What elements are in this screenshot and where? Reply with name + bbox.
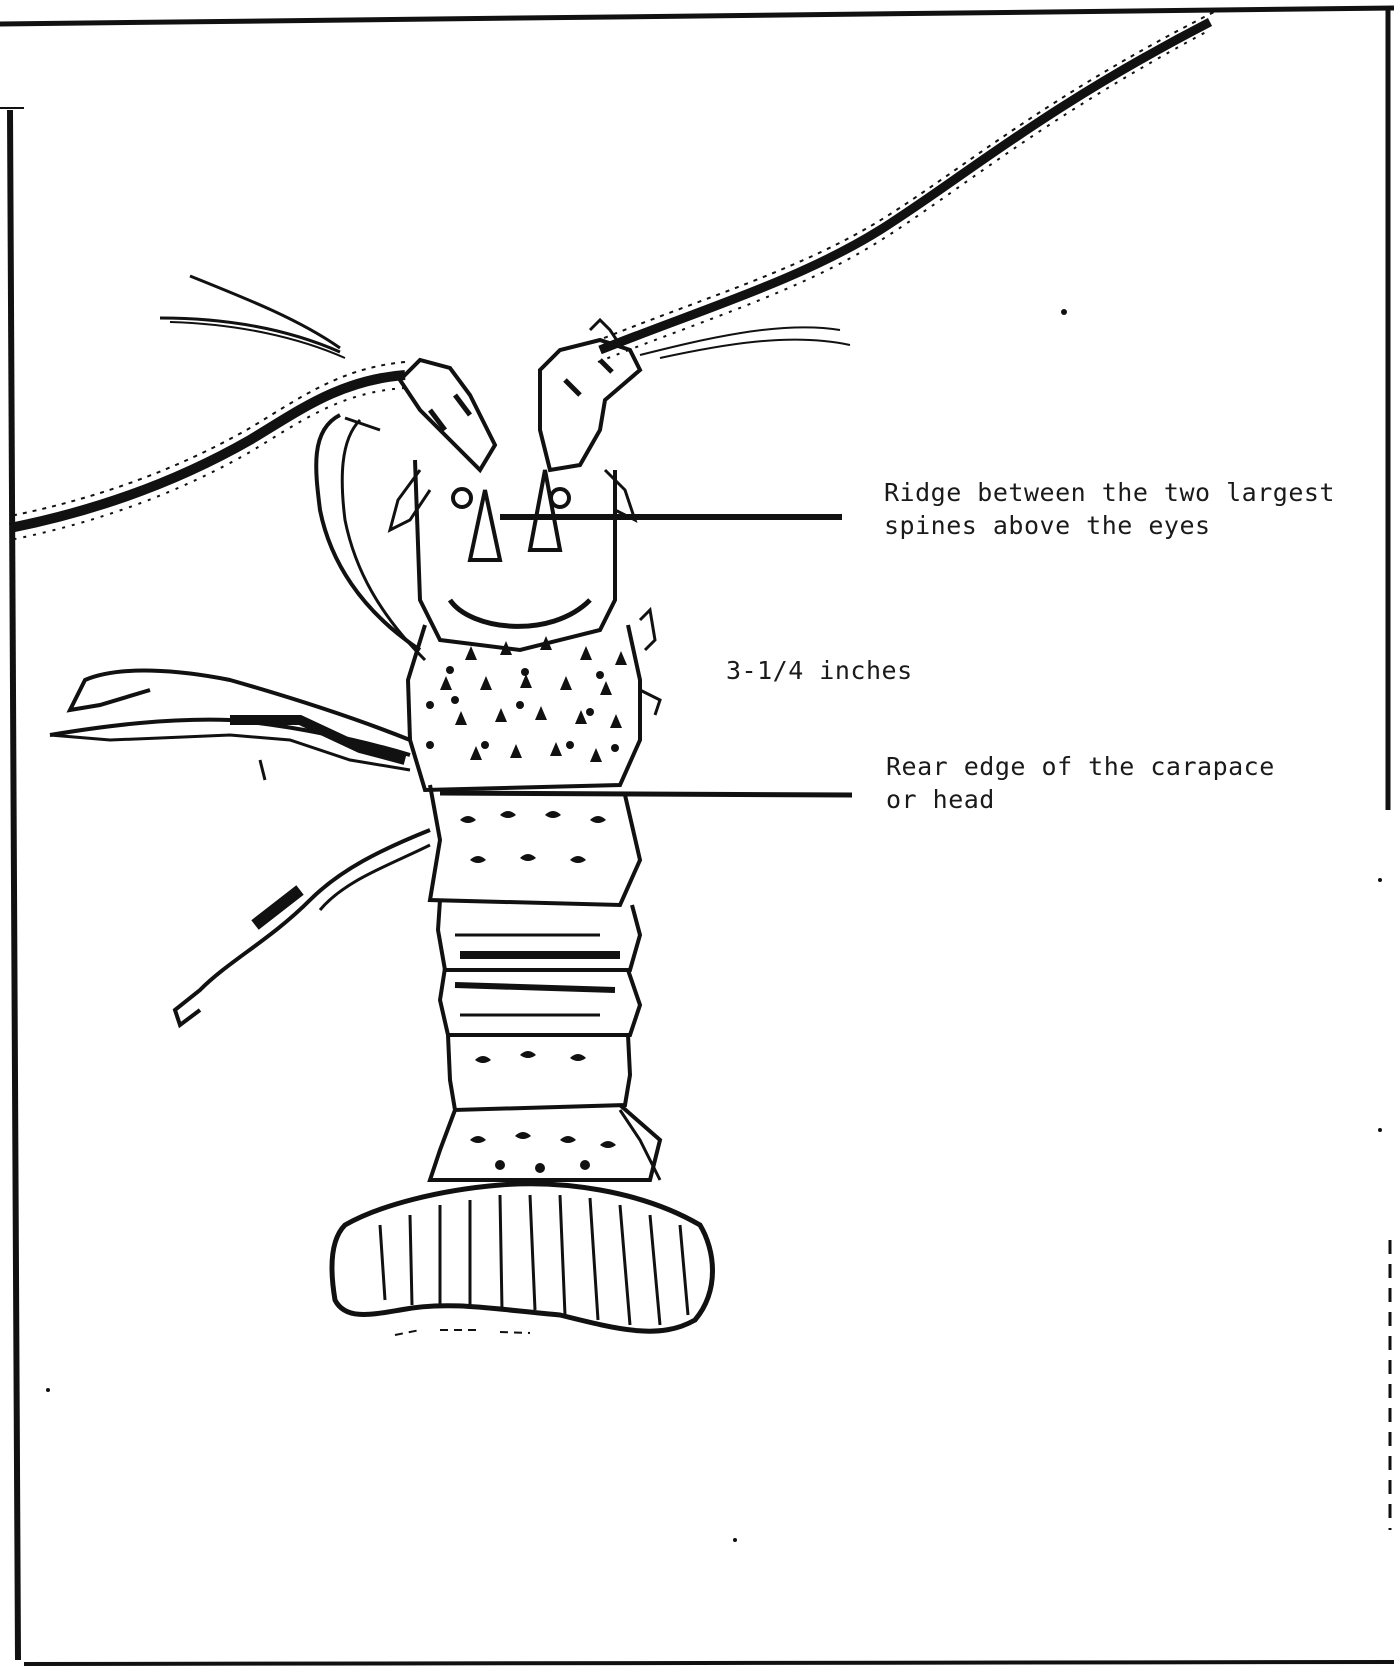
carapace: [408, 610, 660, 790]
abdomen: [430, 785, 660, 1180]
ridge-label-line2: spines above the eyes: [884, 509, 1335, 542]
left-antenna: [10, 276, 405, 540]
tail-fan: [332, 1184, 712, 1335]
carapace-spines: [426, 636, 627, 762]
ridge-label: Ridge between the two largest spines abo…: [884, 476, 1335, 542]
rear-edge-pointer: [440, 793, 852, 795]
rear-edge-label-line1: Rear edge of the carapace: [886, 750, 1275, 783]
head-region: [390, 460, 635, 650]
right-antenna: [598, 12, 1214, 362]
page-frame: [0, 8, 1394, 1664]
antenna-bases: [400, 320, 640, 470]
rear-edge-label: Rear edge of the carapace or head: [886, 750, 1275, 816]
ridge-label-line1: Ridge between the two largest: [884, 476, 1335, 509]
rear-edge-label-line2: or head: [886, 783, 1275, 816]
measurement-label: 3-1/4 inches: [726, 654, 913, 687]
